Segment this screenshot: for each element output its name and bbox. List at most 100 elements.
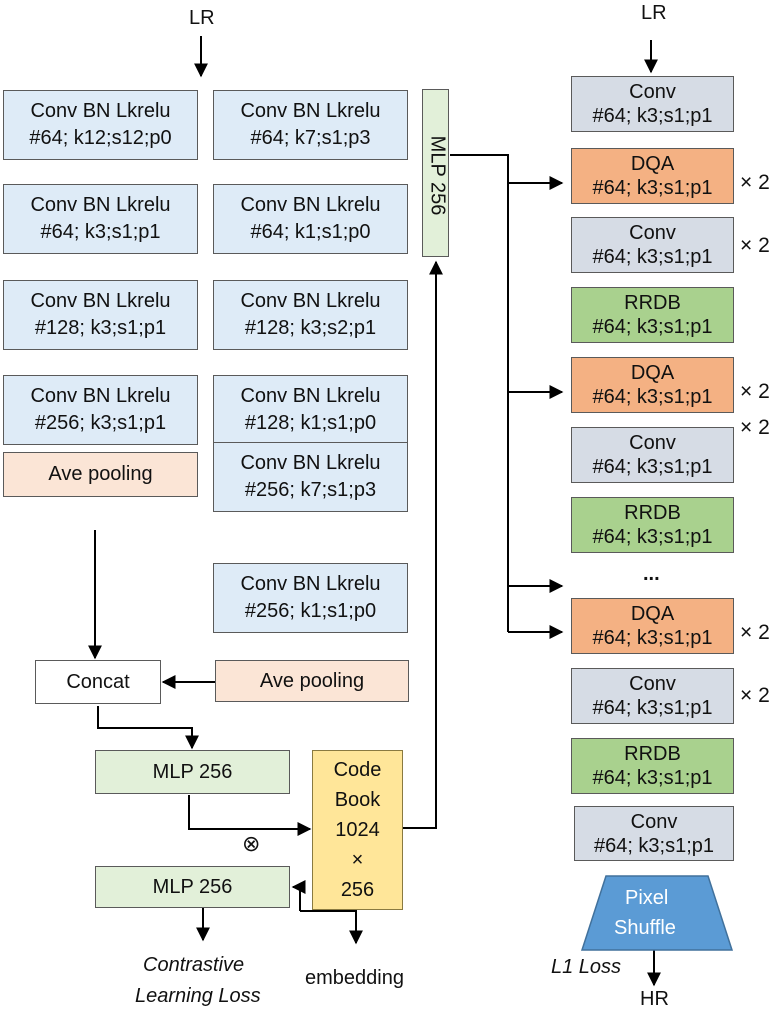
block-line2: #64; k3;s1;p1 [592, 316, 713, 338]
sr-input-label: LR [641, 2, 667, 24]
block-line2: #128; k3;s1;p1 [34, 317, 167, 339]
codebook-line: 1024 [335, 819, 380, 841]
block-line1: Conv BN Lkrelu [240, 573, 381, 595]
encoder-conv-block: Conv BN Lkrelu #256; k7;s1;p3 [213, 442, 408, 512]
block-line2: #64; k3;s1;p1 [592, 456, 713, 478]
block-line1: Conv BN Lkrelu [240, 290, 381, 312]
hr-output-label: HR [640, 988, 669, 1010]
block-line2: #64; k3;s1;p1 [40, 221, 161, 243]
mlp-to-codebook-arrow [188, 795, 312, 836]
block-line1: Conv BN Lkrelu [240, 452, 381, 474]
ave-pooling-block: Ave pooling [215, 660, 409, 702]
block-line2: #64; k3;s1;p1 [592, 177, 713, 199]
ave-pooling-block: Ave pooling [3, 452, 198, 497]
block-line1: Conv BN Lkrelu [30, 385, 171, 407]
pixel-shuffle-label: Pixel [625, 887, 669, 909]
mlp-block: MLP 256 [95, 750, 290, 794]
conv-block: Conv #64; k3;s1;p1 [571, 668, 734, 724]
multiply-icon: ⊗ [242, 831, 261, 856]
codebook-to-mlp-bottom-arrow [291, 880, 306, 911]
conv-block: Conv #64; k3;s1;p1 [571, 217, 734, 273]
concat-block: Concat [35, 660, 161, 704]
codebook-line: 256 [340, 879, 375, 901]
conv-block: Conv #64; k3;s1;p1 [574, 806, 734, 861]
concat-to-mlp-arrow [97, 706, 199, 750]
block-line2: #64; k3;s1;p1 [592, 246, 713, 268]
block-line1: RRDB [624, 292, 681, 314]
block-line2: #64; k3;s1;p1 [592, 697, 713, 719]
pixel-shuffle-shape [580, 875, 734, 951]
block-line1: Conv BN Lkrelu [240, 100, 381, 122]
encoder-conv-block: Conv BN Lkrelu #128; k3;s1;p1 [3, 280, 198, 350]
block-line2: #256; k3;s1;p1 [34, 412, 167, 434]
repeat-label: × 2 [740, 171, 770, 194]
block-line1: DQA [630, 153, 675, 175]
block-line1: Conv [629, 222, 676, 244]
block-line1: Conv BN Lkrelu [240, 385, 381, 407]
embedding-label: embedding [305, 967, 404, 989]
mlp-vertical-label: MLP 256 [426, 135, 449, 216]
codebook-line: Book [334, 789, 381, 811]
block-line2: #64; k3;s1;p1 [592, 105, 713, 127]
dqa-block: DQA #64; k3;s1;p1 [571, 357, 734, 413]
encoder-conv-block: Conv BN Lkrelu #64; k3;s1;p1 [3, 184, 198, 254]
block-line1: DQA [630, 603, 675, 625]
block-line2: #64; k3;s1;p1 [592, 526, 713, 548]
repeat-label: × 2 [740, 380, 770, 403]
block-line2: #128; k1;s1;p0 [244, 412, 377, 434]
block-line2: #64; k3;s1;p1 [593, 834, 715, 857]
block-line2: #64; k12;s12;p0 [29, 127, 172, 149]
codebook-block: Code Book 1024 × 256 [312, 750, 403, 910]
block-line1: DQA [630, 362, 675, 384]
dqa-block: DQA #64; k3;s1;p1 [571, 598, 734, 654]
rrdb-block: RRDB #64; k3;s1;p1 [571, 738, 734, 794]
block-line1: Conv [629, 673, 676, 695]
block-line1: Conv [629, 81, 676, 103]
dqa-block: DQA #64; k3;s1;p1 [571, 148, 734, 204]
encoder-conv-block: Conv BN Lkrelu #64; k7;s1;p3 [213, 90, 408, 160]
encoder-conv-block: Conv BN Lkrelu #128; k3;s2;p1 [213, 280, 408, 350]
block-line2: #64; k1;s1;p0 [250, 221, 371, 243]
block-line2: #256; k1;s1;p0 [244, 600, 377, 622]
codebook-to-mlp-arrow [403, 260, 443, 829]
repeat-label: × 2 [740, 621, 770, 644]
encoder-conv-block: Conv BN Lkrelu #64; k12;s12;p0 [3, 90, 198, 160]
mlp-block: MLP 256 [95, 866, 290, 908]
block-line1: RRDB [624, 743, 681, 765]
block-line1: Conv BN Lkrelu [30, 194, 171, 216]
block-line2: #64; k7;s1;p3 [250, 127, 371, 149]
conv-block: Conv #64; k3;s1;p1 [571, 427, 734, 483]
conv-block: Conv #64; k3;s1;p1 [571, 76, 734, 132]
block-line1: Conv BN Lkrelu [30, 290, 171, 312]
codebook-line: × [351, 849, 364, 871]
rrdb-block: RRDB #64; k3;s1;p1 [571, 287, 734, 343]
block-line1: Conv [629, 432, 676, 454]
condition-bus [450, 154, 509, 632]
codebook-line: Code [333, 759, 382, 781]
block-line2: #64; k3;s1;p1 [592, 627, 713, 649]
pixel-shuffle-label: Shuffle [614, 917, 676, 939]
encoder-conv-block: Conv BN Lkrelu #64; k1;s1;p0 [213, 184, 408, 254]
contrastive-loss-label: Learning Loss [135, 985, 261, 1007]
repeat-label: × 2 [740, 234, 770, 257]
block-line1: Conv BN Lkrelu [240, 194, 381, 216]
block-line2: #64; k3;s1;p1 [592, 386, 713, 408]
block-line2: #64; k3;s1;p1 [592, 767, 713, 789]
encoder-conv-block: Conv BN Lkrelu #256; k1;s1;p0 [213, 563, 408, 633]
mlp-vertical-block: MLP 256 [422, 89, 449, 257]
block-line1: Conv [630, 810, 678, 833]
rrdb-block: RRDB #64; k3;s1;p1 [571, 497, 734, 553]
l1-loss-label: L1 Loss [551, 956, 622, 978]
block-line2: #128; k3;s2;p1 [244, 317, 377, 339]
block-line2: #256; k7;s1;p3 [244, 479, 377, 501]
contrastive-loss-label: Contrastive [143, 954, 245, 976]
repeat-label: × 2 [740, 416, 770, 439]
ellipsis-label: ... [643, 563, 660, 585]
encoder-input-label: LR [189, 7, 215, 29]
encoder-conv-block: Conv BN Lkrelu #128; k1;s1;p0 [213, 375, 408, 445]
encoder-conv-block: Conv BN Lkrelu #256; k3;s1;p1 [3, 375, 198, 445]
block-line1: Conv BN Lkrelu [30, 100, 171, 122]
block-line1: RRDB [624, 502, 681, 524]
